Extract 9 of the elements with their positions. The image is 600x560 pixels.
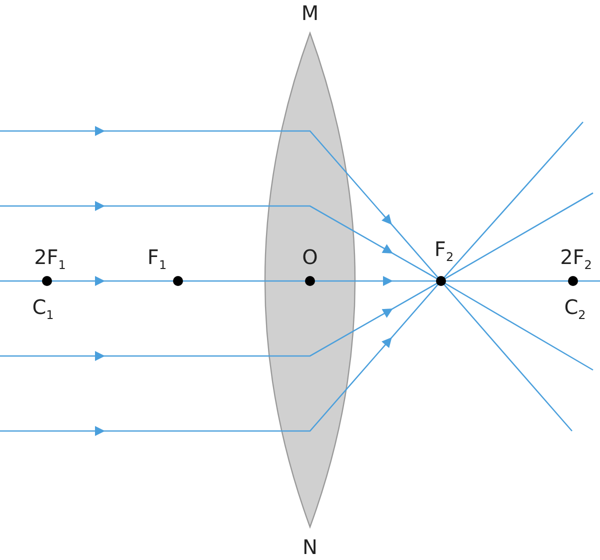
point-label: C$_{1}$ bbox=[32, 297, 54, 321]
point-label: N bbox=[302, 537, 318, 557]
point-label: F$_{1}$ bbox=[147, 247, 167, 271]
point-label: 2F$_{2}$ bbox=[560, 247, 592, 271]
point-label: C$_{2}$ bbox=[564, 297, 586, 321]
point-label: O bbox=[302, 247, 318, 267]
point-label: M bbox=[301, 3, 319, 23]
point-label: 2F$_{1}$ bbox=[34, 247, 66, 271]
point-label: F$_{2}$ bbox=[434, 239, 454, 263]
